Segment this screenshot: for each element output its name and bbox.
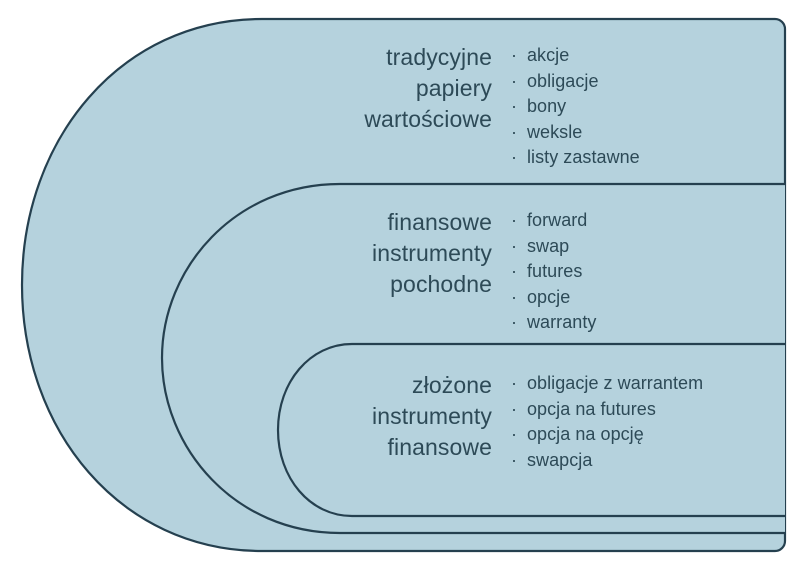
shape-compound-instruments xyxy=(276,342,785,518)
